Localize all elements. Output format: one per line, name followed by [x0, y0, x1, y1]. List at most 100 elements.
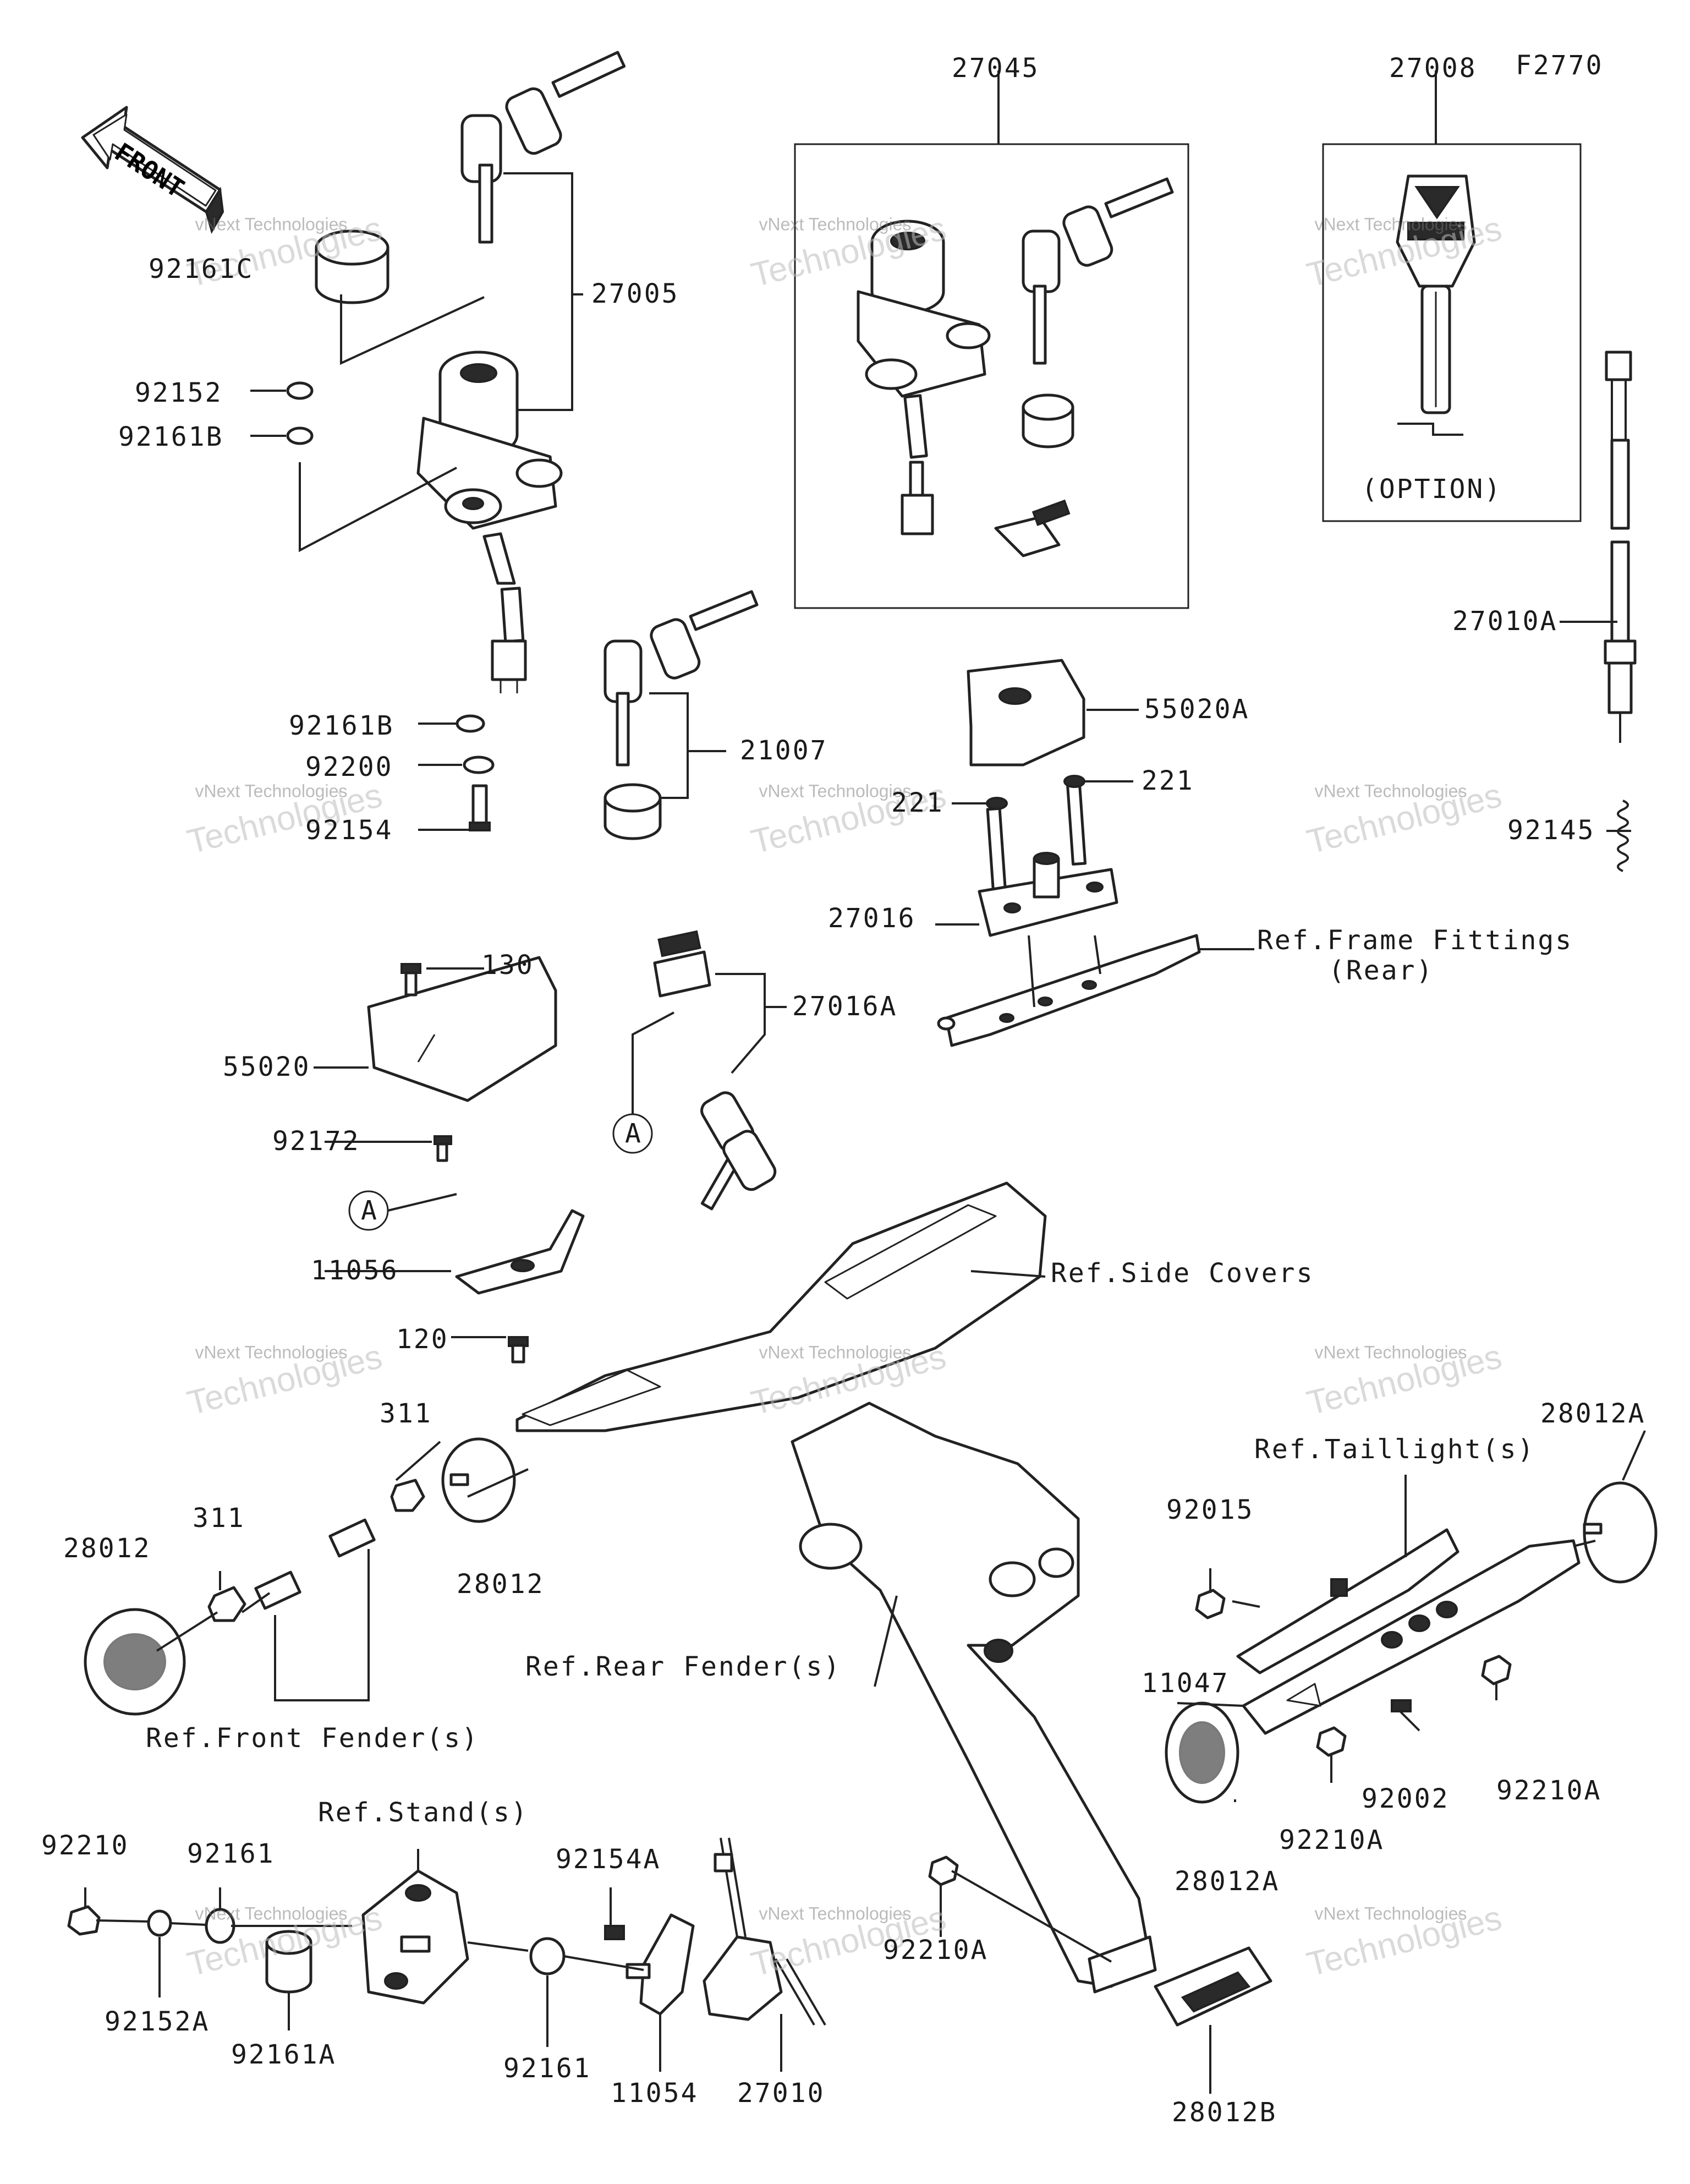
callout-92210: 92210	[41, 1830, 129, 1861]
callout-92015: 92015	[1166, 1495, 1254, 1525]
kit-27008-box	[1322, 143, 1582, 522]
reflector-28012B	[1154, 1946, 1272, 2027]
callout-21007: 21007	[740, 735, 828, 766]
kit-27045-parts	[857, 177, 1174, 557]
callout-11054: 11054	[611, 2078, 699, 2109]
rear-fender	[791, 1402, 1157, 1994]
callout-28012A-low: 28012A	[1175, 1866, 1280, 1897]
reflector-28012-mid	[441, 1437, 516, 1523]
circle-marker-a-1-label: A	[625, 1118, 643, 1149]
callout-28012-mid: 28012	[457, 1569, 545, 1600]
callout-92161-top: 92161	[187, 1838, 275, 1869]
callout-130: 130	[481, 950, 534, 981]
ref-rear-fender: Ref.Rear Fender(s)	[525, 1651, 842, 1682]
option-note: (OPTION)	[1362, 474, 1502, 505]
callout-92161B: 92161B	[118, 422, 224, 452]
spacer-311-b	[390, 1479, 425, 1512]
callout-28012A-top: 28012A	[1540, 1398, 1646, 1429]
callout-92172: 92172	[272, 1126, 360, 1157]
kit-27045-box	[794, 143, 1189, 609]
front-arrow-icon: FRONT	[81, 106, 224, 234]
washer-92161B-lower	[456, 714, 485, 733]
callout-92154A: 92154A	[556, 1844, 661, 1875]
bolt-120	[508, 1336, 529, 1364]
side-covers	[515, 1181, 1047, 1432]
callout-92210A-right: 92210A	[1496, 1775, 1602, 1806]
nut-92210A-center	[928, 1855, 959, 1886]
washer-92152	[286, 381, 314, 400]
lock-27016A	[653, 930, 777, 1211]
callout-27010A: 27010A	[1452, 606, 1558, 637]
callout-27016A: 27016A	[792, 991, 898, 1022]
callout-27045: 27045	[952, 53, 1040, 84]
taillight-bracket	[1236, 1528, 1459, 1674]
bolt-92154A	[604, 1925, 625, 1940]
spacer-311-a	[207, 1586, 246, 1622]
callout-92002: 92002	[1362, 1783, 1450, 1814]
callout-11047: 11047	[1142, 1668, 1230, 1699]
ignition-switch-27005	[416, 51, 626, 693]
callout-27016: 27016	[828, 903, 916, 934]
washer-92152A	[147, 1909, 172, 1937]
key-27008	[1396, 174, 1476, 436]
callout-92152: 92152	[135, 377, 223, 408]
callout-92152A: 92152A	[105, 2006, 210, 2037]
callout-92210A-center: 92210A	[883, 1935, 989, 1966]
diagram-code: F2770	[1516, 50, 1604, 81]
callout-221-left: 221	[891, 787, 944, 818]
circle-marker-a-1	[612, 1113, 653, 1154]
side-stand-switch-27010	[703, 1837, 826, 2026]
reflector-28012A-low	[1165, 1701, 1239, 1804]
callout-92161A: 92161A	[231, 2039, 337, 2070]
callout-92161B-lower: 92161B	[289, 710, 394, 741]
spring-92145	[1617, 800, 1629, 872]
callout-11056: 11056	[311, 1255, 399, 1286]
callout-221-right: 221	[1142, 765, 1194, 796]
callout-28012-left: 28012	[63, 1533, 151, 1564]
switch-27010A	[1604, 351, 1637, 743]
bolt-92002	[1391, 1699, 1412, 1712]
callout-92200: 92200	[305, 752, 393, 782]
callout-311-top: 311	[380, 1398, 432, 1429]
callout-92161-bottom: 92161	[503, 2053, 591, 2084]
reflector-28012A-top	[1583, 1481, 1658, 1584]
callout-27005: 27005	[591, 278, 679, 309]
bracket-11047	[1242, 1539, 1581, 1735]
ref-stand: Ref.Stand(s)	[318, 1797, 529, 1828]
callout-120: 120	[396, 1324, 449, 1355]
bracket-27016	[978, 852, 1118, 937]
bolt-221-left	[986, 797, 1008, 894]
stand-bracket	[361, 1869, 469, 2005]
cover-55020A	[967, 659, 1085, 767]
key-set-21007	[603, 590, 759, 840]
ref-frame-fittings: Ref.Frame Fittings	[1257, 925, 1573, 956]
cover-55020	[367, 956, 557, 1102]
cap-92161C	[315, 229, 389, 304]
circle-marker-a-2-label: A	[361, 1195, 378, 1226]
ref-taillight: Ref.Taillight(s)	[1254, 1434, 1535, 1465]
callout-28012B: 28012B	[1172, 2097, 1277, 2128]
nut-92210A-low	[1316, 1726, 1347, 1757]
bolt-92154	[469, 784, 491, 831]
callout-27010: 27010	[737, 2078, 825, 2109]
collar-92161-b	[529, 1937, 566, 1975]
screw-92172	[434, 1135, 452, 1162]
callout-92145: 92145	[1507, 815, 1595, 846]
circle-marker-a-2	[348, 1190, 389, 1231]
stud-left	[254, 1518, 376, 1610]
callout-27008: 27008	[1389, 53, 1477, 84]
bolt-130	[400, 963, 421, 997]
callout-92154: 92154	[305, 815, 393, 846]
nut-92210	[67, 1905, 101, 1936]
nut-92015	[1195, 1589, 1226, 1619]
ref-front-fender: Ref.Front Fender(s)	[146, 1723, 480, 1754]
nut-92210A-right	[1481, 1655, 1512, 1685]
frame-fitting-rear	[937, 934, 1201, 1047]
reflector-28012-left	[84, 1608, 186, 1716]
washer-92200	[463, 756, 495, 774]
washer-92161B	[286, 426, 314, 445]
bolt-221-right	[1063, 775, 1087, 866]
bracket-11054	[625, 1913, 695, 2016]
callout-311-left: 311	[193, 1503, 245, 1534]
